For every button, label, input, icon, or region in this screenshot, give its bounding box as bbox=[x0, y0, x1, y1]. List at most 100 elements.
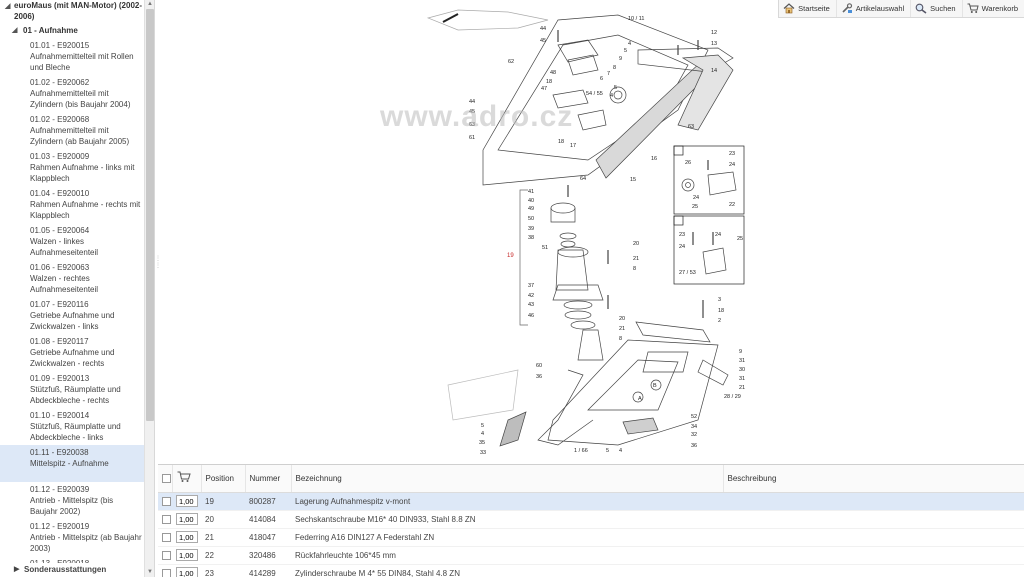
callout-label[interactable]: 9 bbox=[619, 56, 622, 62]
callout-label[interactable]: 4 bbox=[619, 448, 622, 454]
callout-label[interactable]: 4 bbox=[628, 41, 631, 47]
callout-label[interactable]: 47 bbox=[541, 86, 547, 92]
scroll-thumb[interactable] bbox=[146, 9, 154, 421]
home-button[interactable]: Startseite bbox=[779, 0, 837, 17]
callout-label[interactable]: 52 bbox=[691, 414, 697, 420]
callout-label[interactable]: 36 bbox=[536, 374, 542, 380]
callout-label[interactable]: 43 bbox=[528, 302, 534, 308]
callout-label[interactable]: 24 bbox=[715, 232, 721, 238]
callout-label[interactable]: 30 bbox=[739, 367, 745, 373]
callout-label[interactable]: 31 bbox=[739, 376, 745, 382]
callout-label[interactable]: 28 / 29 bbox=[724, 394, 741, 400]
callout-label[interactable]: 18 bbox=[558, 139, 564, 145]
row-select-cell[interactable] bbox=[158, 510, 172, 529]
quantity-input[interactable] bbox=[176, 495, 198, 507]
callout-label[interactable]: 20 bbox=[619, 316, 625, 322]
number-column-header[interactable]: Nummer bbox=[245, 465, 292, 493]
callout-label[interactable]: 21 bbox=[739, 385, 745, 391]
callout-label[interactable]: 5 bbox=[481, 423, 484, 429]
callout-label[interactable]: 23 bbox=[679, 232, 685, 238]
cart-button[interactable]: Warenkorb bbox=[963, 0, 1024, 17]
caret-right-icon[interactable]: ▶ bbox=[14, 566, 20, 573]
tree-item-sonderausstattungen[interactable]: ▶ Sonderausstattungen bbox=[0, 563, 144, 577]
callout-label[interactable]: 46 bbox=[528, 313, 534, 319]
article-selection-button[interactable]: Artikelauswahl bbox=[837, 0, 912, 17]
callout-label[interactable]: 10 / 11 bbox=[628, 16, 644, 22]
callout-label[interactable]: 1 / 66 bbox=[574, 448, 588, 454]
quantity-input[interactable] bbox=[176, 549, 198, 561]
callout-label[interactable]: 45 bbox=[540, 38, 546, 44]
callout-label[interactable]: 24 bbox=[693, 195, 699, 201]
callout-label[interactable]: 15 bbox=[630, 177, 636, 183]
select-all-column[interactable] bbox=[158, 465, 173, 493]
callout-label[interactable]: 38 bbox=[528, 235, 534, 241]
callout-label[interactable]: 5 bbox=[624, 48, 627, 54]
row-checkbox[interactable] bbox=[162, 550, 171, 560]
row-checkbox[interactable] bbox=[162, 514, 171, 524]
callout-label[interactable]: A bbox=[638, 396, 642, 402]
callout-label[interactable]: 5 bbox=[606, 448, 609, 454]
callout-label[interactable]: 36 bbox=[691, 443, 697, 449]
callout-label[interactable]: 63 bbox=[688, 124, 694, 130]
callout-label[interactable]: 23 bbox=[729, 151, 735, 157]
callout-label[interactable]: 35 bbox=[479, 440, 485, 446]
callout-label[interactable]: 44 bbox=[540, 26, 546, 32]
row-select-cell[interactable] bbox=[158, 564, 172, 577]
caret-down-icon[interactable]: ◢ bbox=[5, 3, 11, 10]
callout-label[interactable]: 7 bbox=[607, 71, 610, 77]
callout-label[interactable]: 37 bbox=[528, 283, 534, 289]
callout-label[interactable]: B bbox=[653, 383, 657, 389]
callout-label[interactable]: 4 bbox=[481, 431, 484, 437]
callout-label[interactable]: 45 bbox=[469, 109, 475, 115]
callout-label[interactable]: 18 bbox=[546, 79, 552, 85]
callout-label[interactable]: 54 / 55 bbox=[586, 91, 603, 97]
row-select-cell[interactable] bbox=[158, 546, 172, 565]
row-select-cell[interactable] bbox=[158, 528, 172, 547]
row-select-cell[interactable] bbox=[158, 492, 172, 511]
callout-label[interactable]: 51 bbox=[542, 245, 548, 251]
callout-label[interactable]: 31 bbox=[739, 358, 745, 364]
callout-label[interactable]: 64 bbox=[580, 176, 586, 182]
callout-label[interactable]: 34 bbox=[691, 424, 697, 430]
callout-label[interactable]: 27 / 53 bbox=[679, 270, 696, 276]
callout-label[interactable]: 44 bbox=[469, 99, 475, 105]
callout-label[interactable]: 41 bbox=[528, 189, 534, 195]
callout-label[interactable]: 24 bbox=[729, 162, 735, 168]
callout-label[interactable]: 21 bbox=[619, 326, 625, 332]
row-checkbox[interactable] bbox=[162, 568, 171, 577]
callout-label[interactable]: 4 bbox=[610, 93, 613, 99]
quantity-input[interactable] bbox=[176, 513, 198, 525]
callout-label[interactable]: 25 bbox=[737, 236, 743, 242]
callout-label[interactable]: 25 bbox=[692, 204, 698, 210]
search-button[interactable]: Suchen bbox=[911, 0, 963, 17]
callout-label[interactable]: 24 bbox=[679, 244, 685, 250]
select-all-checkbox[interactable] bbox=[162, 473, 171, 483]
callout-label[interactable]: 48 bbox=[550, 70, 556, 76]
callout-label[interactable]: 26 bbox=[685, 160, 691, 166]
row-checkbox[interactable] bbox=[162, 496, 171, 506]
callout-label[interactable]: 14 bbox=[711, 68, 717, 74]
quantity-input[interactable] bbox=[176, 567, 198, 577]
position-column-header[interactable]: Position bbox=[201, 465, 246, 493]
callout-label[interactable]: 39 bbox=[528, 226, 534, 232]
callout-label[interactable]: 6 bbox=[600, 76, 603, 82]
tree-group-item[interactable]: ◢ 01 - Aufnahme bbox=[0, 24, 144, 38]
callout-label[interactable]: 50 bbox=[528, 216, 534, 222]
